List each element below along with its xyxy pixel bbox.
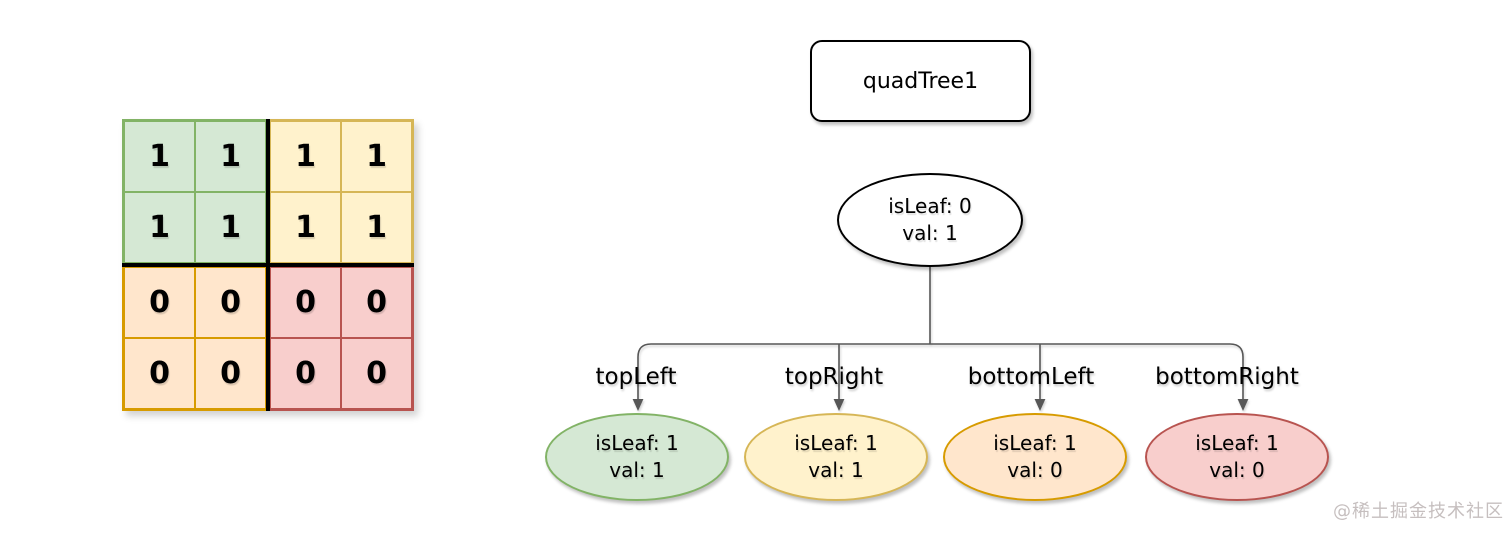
matrix-quadrant-topleft: 1 1 1 1	[122, 119, 268, 265]
edge-label-topright: topRight	[784, 364, 884, 390]
quadtree-title-label: quadTree1	[862, 68, 979, 94]
arrowhead-bottomright	[1237, 399, 1249, 411]
tree-child-node-bottomright: isLeaf: 1 val: 0	[1145, 413, 1329, 501]
child-isleaf-text: isLeaf: 1	[1195, 431, 1279, 455]
matrix-divider-horizontal	[122, 263, 414, 267]
matrix-cell-r2c2: 0	[270, 267, 341, 338]
arrowhead-bottomleft	[1034, 399, 1046, 411]
matrix-cell-r0c0: 1	[124, 121, 195, 192]
branch-bar-line	[637, 343, 1244, 400]
child-isleaf-text: isLeaf: 1	[794, 431, 878, 455]
arrowhead-topright	[833, 399, 845, 411]
matrix-cell-r3c2: 0	[270, 338, 341, 409]
tree-child-node-bottomleft: isLeaf: 1 val: 0	[943, 413, 1127, 501]
matrix-quadrant-topright: 1 1 1 1	[268, 119, 414, 265]
root-node-val-text: val: 1	[902, 221, 958, 245]
matrix-quadrant-bottomleft: 0 0 0 0	[122, 265, 268, 411]
matrix-grid: 1 1 1 1 1 1 1 1 0 0 0 0 0 0 0 0	[122, 119, 414, 411]
edge-label-topleft: topLeft	[595, 364, 677, 390]
matrix-cell-r3c3: 0	[341, 338, 412, 409]
matrix-cell-r1c2: 1	[270, 192, 341, 263]
tree-child-node-topleft: isLeaf: 1 val: 1	[545, 413, 729, 501]
child-val-text: val: 0	[1007, 458, 1063, 482]
tree-child-node-topright: isLeaf: 1 val: 1	[744, 413, 928, 501]
watermark-text: @稀土掘金技术社区	[1333, 501, 1504, 522]
matrix-cell-r2c3: 0	[341, 267, 412, 338]
matrix-cell-r0c3: 1	[341, 121, 412, 192]
matrix-quadrant-bottomright: 0 0 0 0	[268, 265, 414, 411]
matrix-cell-r0c1: 1	[195, 121, 266, 192]
matrix-cell-r3c0: 0	[124, 338, 195, 409]
matrix-cell-r2c1: 0	[195, 267, 266, 338]
root-node-isleaf-text: isLeaf: 0	[888, 194, 972, 218]
child-isleaf-text: isLeaf: 1	[993, 431, 1077, 455]
child-val-text: val: 0	[1209, 458, 1265, 482]
matrix-cell-r1c0: 1	[124, 192, 195, 263]
matrix-cell-r1c3: 1	[341, 192, 412, 263]
quadtree-title-box: quadTree1	[810, 40, 1031, 122]
edge-label-bottomleft: bottomLeft	[967, 364, 1095, 390]
matrix-cell-r3c1: 0	[195, 338, 266, 409]
edge-label-bottomright: bottomRight	[1155, 364, 1299, 390]
child-val-text: val: 1	[808, 458, 864, 482]
matrix-cell-r1c1: 1	[195, 192, 266, 263]
arrowhead-topleft	[632, 399, 644, 411]
matrix-cell-r0c2: 1	[270, 121, 341, 192]
matrix-cell-r2c0: 0	[124, 267, 195, 338]
child-isleaf-text: isLeaf: 1	[595, 431, 679, 455]
tree-root-node: isLeaf: 0 val: 1	[837, 173, 1023, 267]
child-val-text: val: 1	[609, 458, 665, 482]
